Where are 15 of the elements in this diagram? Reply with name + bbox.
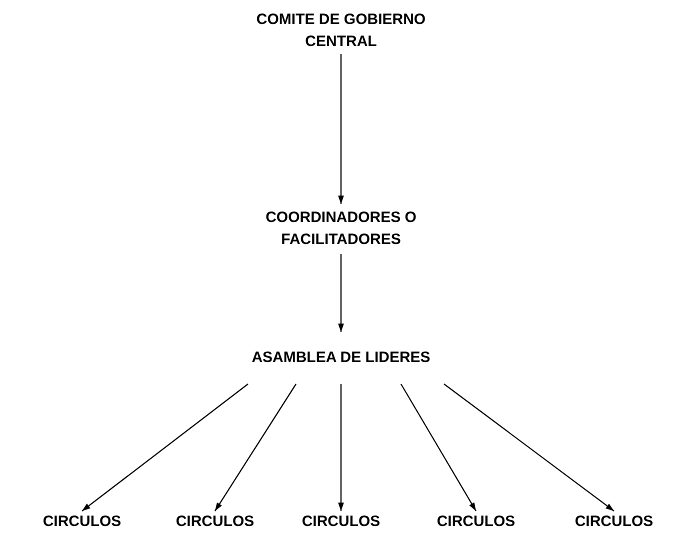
org-level-label: COORDINADORES O FACILITADORES (264, 208, 418, 250)
org-level-label: CIRCULOS (302, 512, 380, 532)
arrow (82, 384, 248, 512)
org-level-label: CIRCULOS (42, 512, 122, 532)
arrow (338, 384, 344, 511)
org-level-label: COMITE DE GOBIERNO CENTRAL (255, 10, 427, 52)
arrow (214, 384, 296, 512)
org-level-label: CIRCULOS (574, 512, 654, 532)
arrow (338, 254, 344, 332)
org-level-label: CIRCULOS (176, 512, 254, 532)
org-level-label: CIRCULOS (436, 512, 516, 532)
org-level-label: ASAMBLEA DE LIDERES (252, 348, 430, 368)
arrow (444, 384, 614, 512)
arrow (400, 384, 477, 512)
arrow (338, 54, 344, 204)
